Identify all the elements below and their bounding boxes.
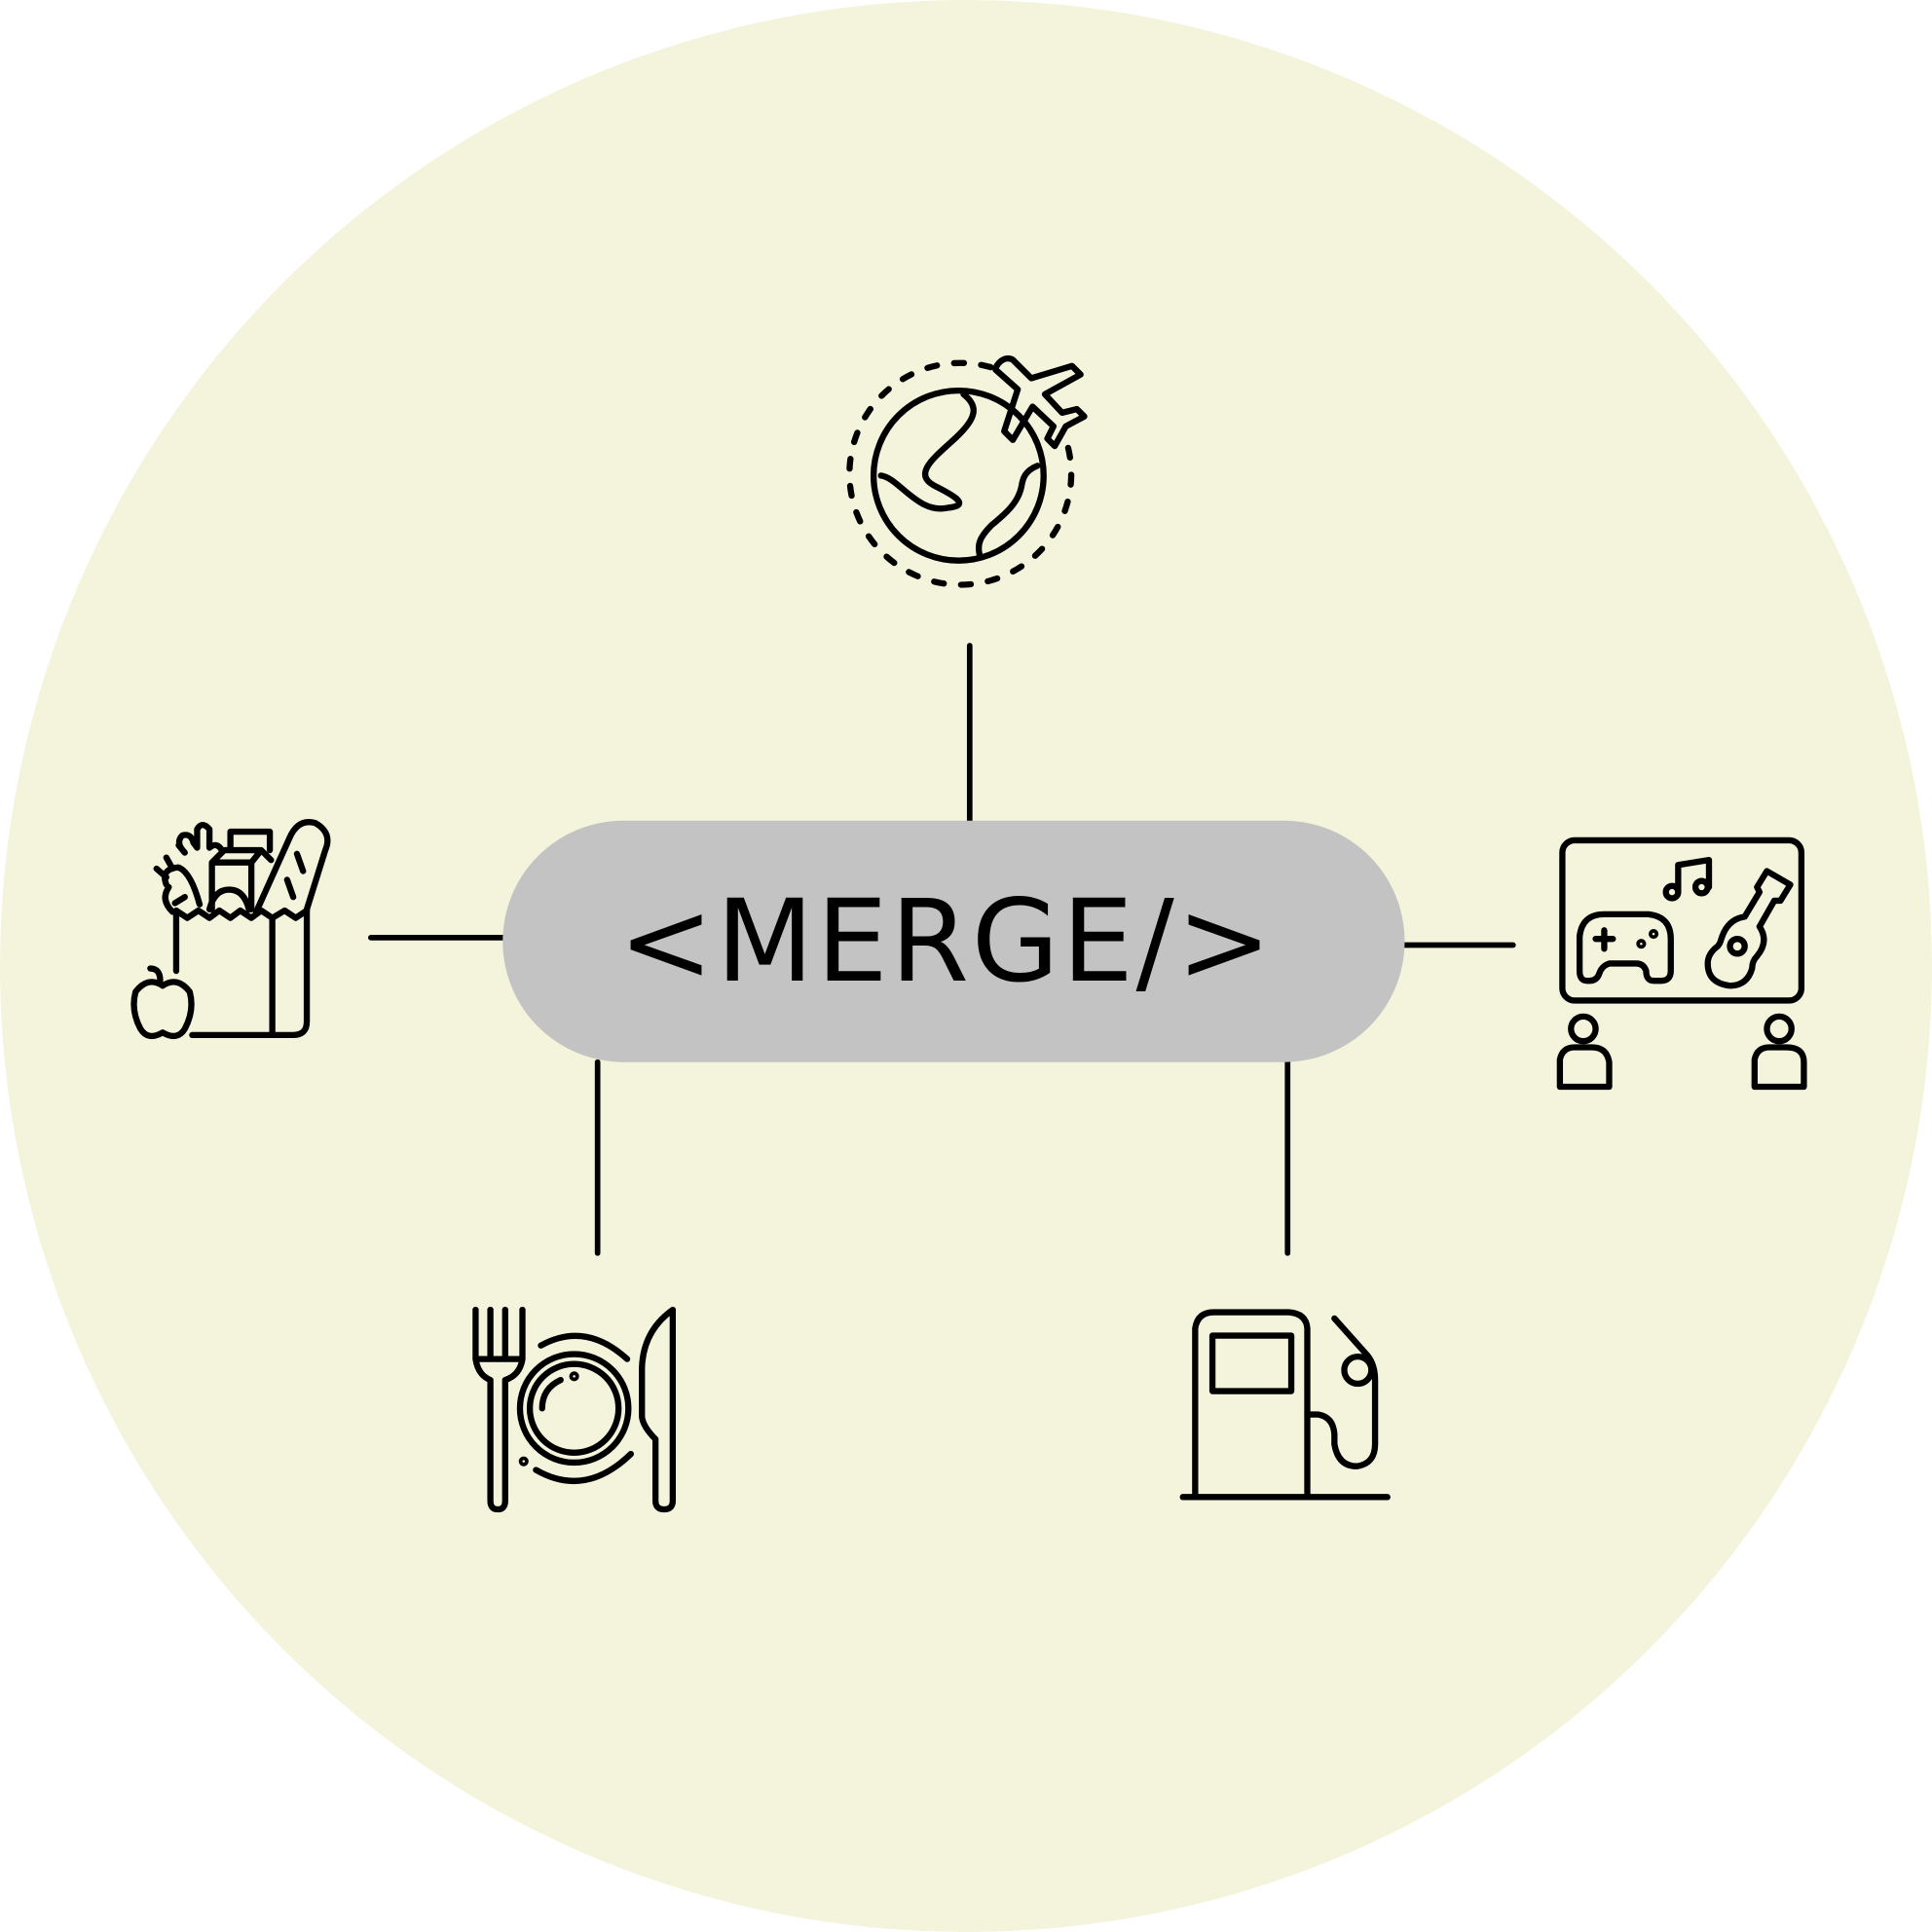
travel-globe-airplane-icon: [846, 355, 1088, 588]
fuel-pump-icon: [1179, 1309, 1391, 1501]
merge-node: <MERGE/>: [502, 820, 1405, 1062]
merge-pill: [502, 820, 1405, 1062]
dining-plate-fork-knife-icon: [472, 1306, 677, 1513]
merge-label: <MERGE/>: [618, 876, 1274, 1008]
entertainment-gaming-music-icon: [1556, 836, 1807, 1091]
groceries-bag-icon: [130, 819, 331, 1040]
